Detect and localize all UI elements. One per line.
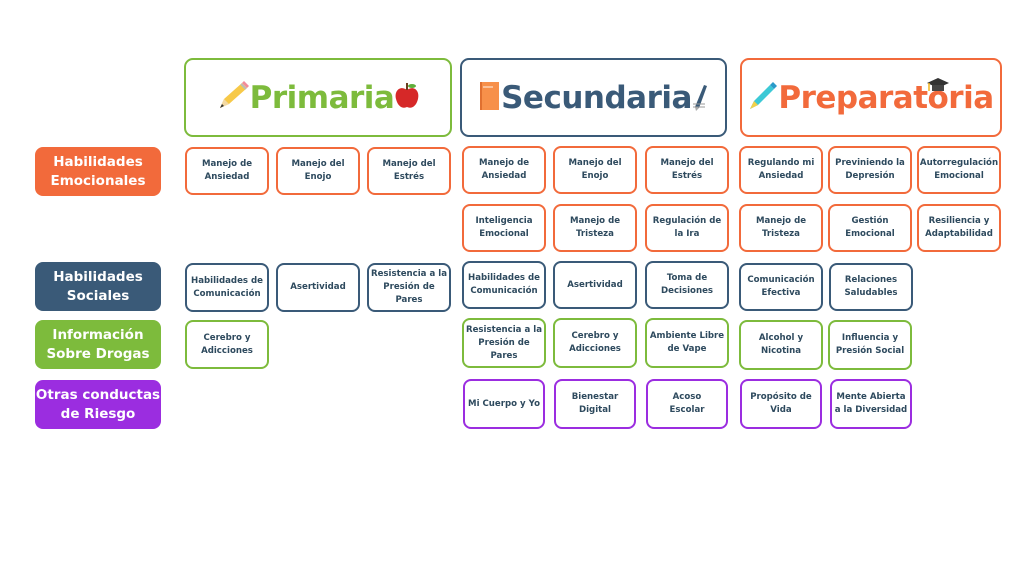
category-habilidades-sociales: Habilidades Sociales [35,262,161,311]
level-header-secundaria: Secundaria [460,58,727,137]
topic-card[interactable]: Manejo del Enojo [276,147,360,195]
topic-card[interactable]: Cerebro y Adicciones [553,318,637,368]
pen-icon [692,81,708,115]
topic-card[interactable]: Manejo de Ansiedad [185,147,269,195]
level-title-primaria: Primaria [249,79,395,116]
notebook-icon [479,81,501,115]
topic-card[interactable]: Gestión Emocional [828,204,912,252]
topic-card[interactable]: Comunicación Efectiva [739,263,823,311]
category-otras-conductas-de-riesgo: Otras conductas de Riesgo [35,380,161,429]
topic-card[interactable]: Resistencia a la Presión de Pares [462,318,546,368]
topic-card[interactable]: Manejo del Enojo [553,146,637,194]
pencil-icon [216,80,250,115]
level-title-secundaria: Secundaria [501,79,692,116]
topic-card[interactable]: Habilidades de Comunicación [462,261,546,309]
level-header-primaria: Primaria [184,58,452,137]
topic-card[interactable]: Regulación de la Ira [645,204,729,252]
topic-card[interactable]: Resistencia a la Presión de Pares [367,263,451,312]
topic-card[interactable]: Autorregulación Emocional [917,146,1001,194]
topic-card[interactable]: Manejo del Estrés [367,147,451,195]
topic-card[interactable]: Influencia y Presión Social [828,320,912,370]
category-habilidades-emocionales: Habilidades Emocionales [35,147,161,196]
topic-card[interactable]: Mente Abierta a la Diversidad [830,379,912,429]
topic-card[interactable]: Bienestar Digital [554,379,636,429]
topic-card[interactable]: Asertividad [553,261,637,309]
level-header-preparatoria: Preparatoria [740,58,1002,137]
level-title-preparatoria: Preparatoria [778,79,994,116]
topic-card[interactable]: Resiliencia y Adaptabilidad [917,204,1001,252]
topic-card[interactable]: Alcohol y Nicotina [739,320,823,370]
topic-card[interactable]: Manejo de Tristeza [553,204,637,252]
topic-card[interactable]: Relaciones Saludables [829,263,913,311]
topic-card[interactable]: Propósito de Vida [740,379,822,429]
apple-icon [394,82,420,114]
topic-card[interactable]: Mi Cuerpo y Yo [463,379,545,429]
graduation-cap-icon [926,77,950,97]
marker-pen-icon [748,81,778,115]
topic-card[interactable]: Inteligencia Emocional [462,204,546,252]
topic-card[interactable]: Previniendo la Depresión [828,146,912,194]
topic-card[interactable]: Toma de Decisiones [645,261,729,309]
topic-card[interactable]: Regulando mi Ansiedad [739,146,823,194]
topic-card[interactable]: Manejo de Ansiedad [462,146,546,194]
category-informacion-sobre-drogas: Información Sobre Drogas [35,320,161,369]
topic-card[interactable]: Manejo del Estrés [645,146,729,194]
topic-card[interactable]: Ambiente Libre de Vape [645,318,729,368]
topic-card[interactable]: Manejo de Tristeza [739,204,823,252]
topic-card[interactable]: Cerebro y Adicciones [185,320,269,369]
topic-card[interactable]: Habilidades de Comunicación [185,263,269,312]
topic-card[interactable]: Acoso Escolar [646,379,728,429]
topic-card[interactable]: Asertividad [276,263,360,312]
